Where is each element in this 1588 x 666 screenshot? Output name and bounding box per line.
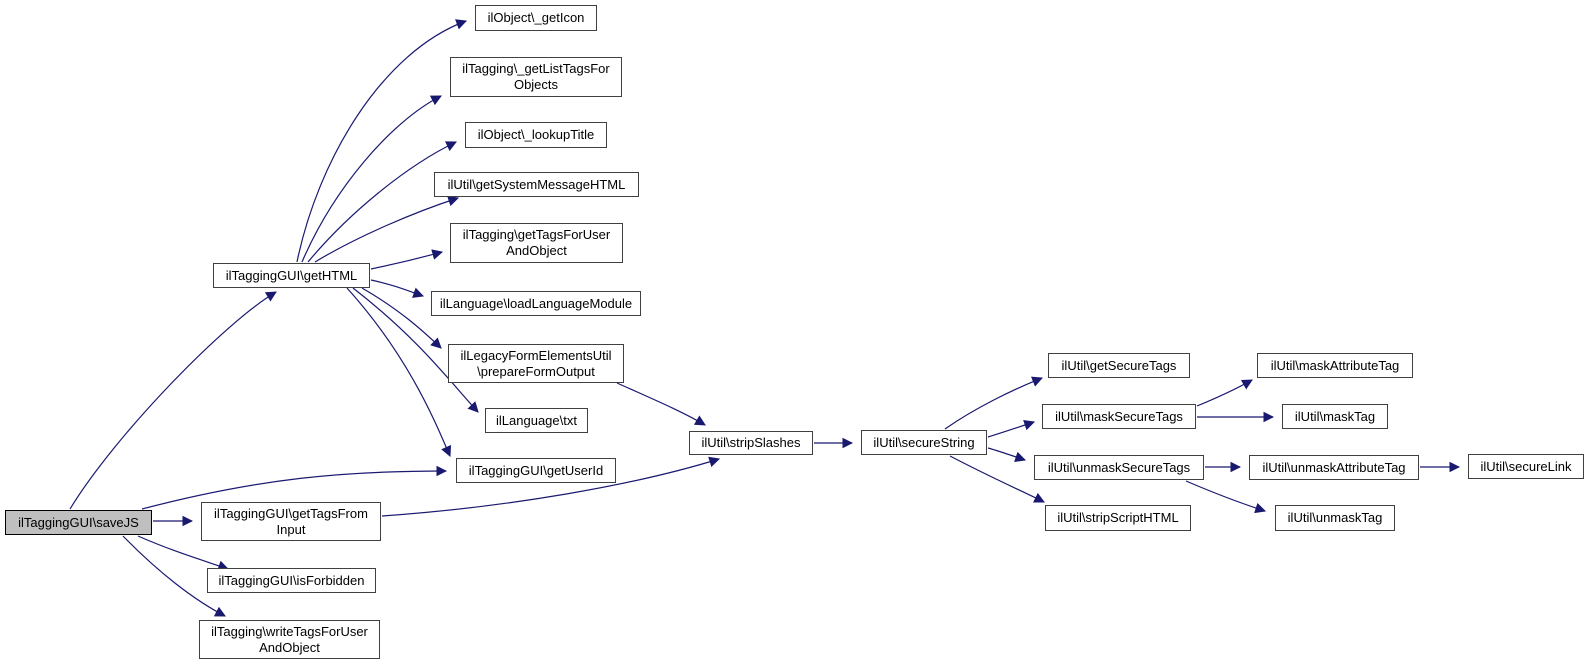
edge-prepareformoutput-stripslashes bbox=[616, 382, 706, 426]
edge-gettagsfrominput-stripslashes bbox=[381, 456, 721, 517]
edge-gethtml-geticon bbox=[296, 19, 468, 263]
edge-savejs-gethtml bbox=[69, 291, 277, 510]
node-label: Objects bbox=[513, 77, 559, 92]
node-securestring[interactable]: ilUtil\secureString bbox=[861, 430, 987, 455]
node-savejs[interactable]: ilTaggingGUI\saveJS bbox=[5, 510, 152, 535]
node-label: ilTagging\writeTagsForUser bbox=[211, 623, 368, 639]
edge-savejs-isforbidden bbox=[137, 535, 230, 571]
edge-savejs-getuserid bbox=[141, 465, 448, 510]
node-label: ilTaggingGUI\isForbidden bbox=[218, 572, 365, 588]
node-label: ilUtil\stripSlashes bbox=[701, 435, 801, 450]
edge-securestring-masksecuretags bbox=[987, 419, 1036, 438]
node-isforbidden[interactable]: ilTaggingGUI\isForbidden bbox=[207, 568, 376, 593]
node-label: ilUtil\unmaskTag bbox=[1287, 510, 1383, 525]
edge-gethtml-getuserid bbox=[346, 287, 452, 457]
node-unmasktag[interactable]: ilUtil\unmaskTag bbox=[1275, 505, 1395, 531]
node-unmasksecuretags[interactable]: ilUtil\unmaskSecureTags bbox=[1034, 455, 1204, 480]
node-label: AndObject bbox=[259, 639, 320, 655]
node-getuserid[interactable]: ilTaggingGUI\getUserId bbox=[456, 458, 616, 483]
node-getsystemmessagehtml[interactable]: ilUtil\getSystemMessageHTML bbox=[434, 172, 639, 197]
node-geticon[interactable]: ilObject\_getIcon bbox=[475, 5, 597, 31]
node-label: ilObject\_getIcon bbox=[487, 10, 585, 25]
node-unmaskattributetag[interactable]: ilUtil\unmaskAttributeTag bbox=[1249, 455, 1419, 480]
edge-gethtml-gettagsforuserandobject bbox=[370, 249, 444, 270]
node-masksecuretags[interactable]: ilUtil\maskSecureTags bbox=[1042, 404, 1196, 429]
node-stripscripthtml[interactable]: ilUtil\stripScriptHTML bbox=[1045, 505, 1191, 531]
node-label: ilUtil\stripScriptHTML bbox=[1057, 510, 1179, 525]
node-label: ilUtil\getSecureTags bbox=[1061, 357, 1177, 373]
node-label: \prepareFormOutput bbox=[477, 363, 595, 379]
node-label: ilUtil\secureLink bbox=[1480, 458, 1572, 474]
node-label: ilTagging\_getListTagsFor bbox=[462, 61, 610, 76]
node-label: ilObject\_lookupTitle bbox=[477, 127, 595, 142]
node-securelink[interactable]: ilUtil\secureLink bbox=[1468, 454, 1584, 479]
node-loadlanguagemodule[interactable]: ilLanguage\loadLanguageModule bbox=[431, 291, 641, 316]
edge-securestring-stripscripthtml bbox=[949, 455, 1045, 503]
node-gethtml[interactable]: ilTaggingGUI\getHTML bbox=[213, 263, 370, 288]
edge-gethtml-getlisttagsforobjects bbox=[301, 95, 442, 263]
node-label: AndObject bbox=[506, 243, 567, 258]
edge-securestring-getsecuretags bbox=[944, 376, 1044, 430]
edge-gethtml-prepareformoutput bbox=[361, 287, 442, 349]
node-label: ilLegacyFormElementsUtil bbox=[460, 347, 612, 363]
node-gettagsfrominput[interactable]: ilTaggingGUI\getTagsFrom Input bbox=[201, 502, 381, 541]
node-label: ilLanguage\loadLanguageModule bbox=[439, 295, 633, 311]
node-label: ilTaggingGUI\getTagsFrom bbox=[214, 505, 368, 521]
node-txt[interactable]: ilLanguage\txt bbox=[485, 408, 588, 433]
node-lookuptitle[interactable]: ilObject\_lookupTitle bbox=[465, 122, 607, 148]
node-label: ilTagging\getTagsForUser bbox=[462, 227, 611, 242]
node-getsecuretags[interactable]: ilUtil\getSecureTags bbox=[1048, 353, 1190, 378]
node-label: Input bbox=[276, 521, 306, 537]
node-masktag[interactable]: ilUtil\maskTag bbox=[1282, 404, 1388, 429]
node-getlisttagsforobjects[interactable]: ilTagging\_getListTagsFor Objects bbox=[450, 57, 622, 97]
node-label: ilUtil\unmaskSecureTags bbox=[1047, 459, 1191, 475]
edge-gethtml-txt bbox=[352, 287, 479, 413]
node-label: ilTaggingGUI\saveJS bbox=[18, 514, 139, 530]
node-label: ilLanguage\txt bbox=[496, 412, 577, 428]
edge-gethtml-loadlanguagemodule bbox=[370, 279, 425, 298]
node-label: ilUtil\maskSecureTags bbox=[1055, 408, 1183, 424]
node-label: ilUtil\getSystemMessageHTML bbox=[447, 176, 626, 192]
edge-securestring-unmasksecuretags bbox=[987, 447, 1027, 463]
node-label: ilTaggingGUI\getHTML bbox=[225, 267, 358, 283]
node-prepareformoutput[interactable]: ilLegacyFormElementsUtil \prepareFormOut… bbox=[448, 344, 624, 383]
node-label: ilTaggingGUI\getUserId bbox=[468, 462, 604, 478]
node-label: ilUtil\maskAttributeTag bbox=[1270, 357, 1400, 373]
edge-unmasksecuretags-unmasktag bbox=[1185, 480, 1267, 514]
edge-gethtml-getsystemmessagehtml bbox=[314, 195, 460, 263]
node-maskattributetag[interactable]: ilUtil\maskAttributeTag bbox=[1257, 353, 1413, 378]
node-gettagsforuserandobject[interactable]: ilTagging\getTagsForUser AndObject bbox=[450, 223, 623, 263]
node-label: ilUtil\secureString bbox=[873, 434, 975, 450]
edge-masksecuretags-maskattributetag bbox=[1196, 379, 1253, 407]
node-stripslashes[interactable]: ilUtil\stripSlashes bbox=[689, 431, 813, 455]
node-writetagsforuserandobject[interactable]: ilTagging\writeTagsForUser AndObject bbox=[199, 620, 380, 659]
node-label: ilUtil\unmaskAttributeTag bbox=[1262, 459, 1406, 475]
edge-savejs-writetagsforuserandobject bbox=[122, 535, 226, 617]
edge-gethtml-lookuptitle bbox=[307, 141, 457, 263]
node-label: ilUtil\maskTag bbox=[1294, 408, 1376, 424]
